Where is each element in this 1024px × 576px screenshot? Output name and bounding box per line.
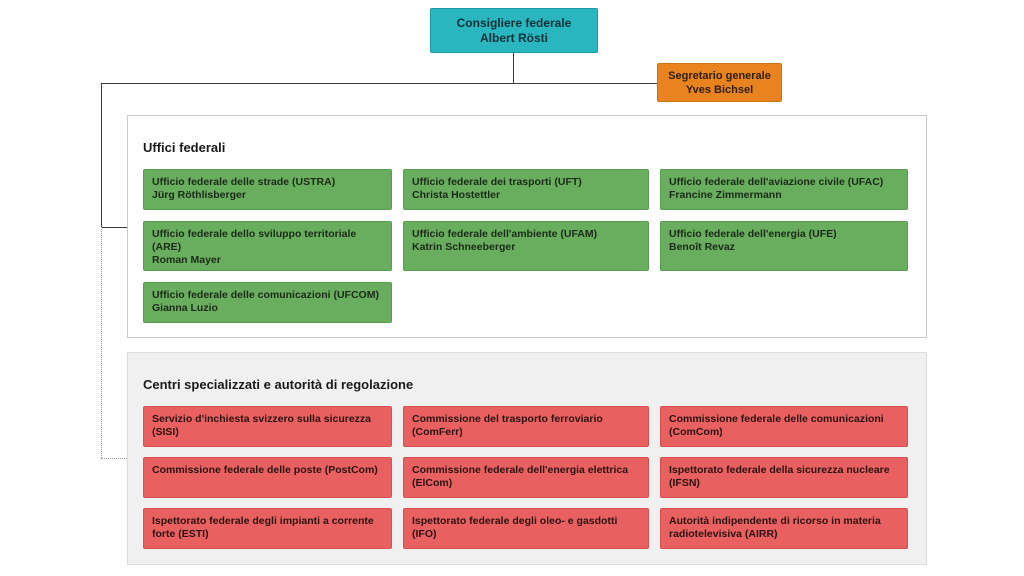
node-person: Roman Mayer	[152, 254, 221, 266]
org-node-ufac[interactable]: Ufficio federale dell'aviazione civile (…	[660, 169, 908, 210]
node-title: Consigliere federale	[456, 15, 572, 30]
node-title: Ispettorato federale degli oleo- e gasdo…	[412, 515, 618, 540]
org-node-esti[interactable]: Ispettorato federale degli impianti a co…	[143, 508, 392, 549]
org-node-segretario-generale[interactable]: Segretario generale Yves Bichsel	[657, 63, 782, 102]
org-node-ustra[interactable]: Ufficio federale delle strade (USTRA) Jü…	[143, 169, 392, 210]
connector-dotted-vertical	[101, 227, 102, 458]
node-person: Yves Bichsel	[685, 83, 754, 96]
node-title: Ufficio federale dell'aviazione civile (…	[669, 176, 884, 188]
node-person: Albert Rösti	[479, 30, 548, 45]
org-node-ufe[interactable]: Ufficio federale dell'energia (UFE) Beno…	[660, 221, 908, 271]
node-title: Ufficio federale dell'ambiente (UFAM)	[412, 228, 598, 240]
node-title: Commissione del trasporto ferroviario (C…	[412, 413, 603, 438]
section-uffici-federali: Uffici federali Ufficio federale delle s…	[127, 115, 927, 338]
connector-main-horizontal	[101, 83, 657, 84]
org-node-ufcom[interactable]: Ufficio federale delle comunicazioni (UF…	[143, 282, 392, 323]
org-node-are[interactable]: Ufficio federale dello sviluppo territor…	[143, 221, 392, 271]
node-title: Commissione federale delle comunicazioni…	[669, 413, 884, 438]
node-title: Ufficio federale dell'energia (UFE)	[669, 228, 837, 240]
node-person: Gianna Luzio	[152, 302, 218, 314]
node-title: Ufficio federale delle strade (USTRA)	[152, 176, 336, 188]
org-node-ifo[interactable]: Ispettorato federale degli oleo- e gasdo…	[403, 508, 649, 549]
org-node-sisi[interactable]: Servizio d'inchiesta svizzero sulla sicu…	[143, 406, 392, 447]
org-node-ifsn[interactable]: Ispettorato federale della sicurezza nuc…	[660, 457, 908, 498]
node-title: Autorità indipendente di ricorso in mate…	[669, 515, 881, 540]
node-title: Ufficio federale delle comunicazioni (UF…	[152, 289, 379, 301]
node-person: Katrin Schneeberger	[412, 241, 516, 253]
offices-grid: Ufficio federale delle strade (USTRA) Jü…	[143, 169, 908, 323]
node-title: Servizio d'inchiesta svizzero sulla sicu…	[152, 413, 372, 438]
connector-offices-stub	[101, 227, 127, 228]
org-node-uft[interactable]: Ufficio federale dei trasporti (UFT) Chr…	[403, 169, 649, 210]
org-node-ufam[interactable]: Ufficio federale dell'ambiente (UFAM) Ka…	[403, 221, 649, 271]
connector-left-vertical	[101, 83, 102, 227]
node-title: Ufficio federale dei trasporti (UFT)	[412, 176, 582, 188]
node-person: Christa Hostettler	[412, 189, 501, 201]
node-person: Francine Zimmermann	[669, 189, 782, 201]
node-title: Ispettorato federale della sicurezza nuc…	[669, 464, 890, 489]
node-title: Commissione federale dell'energia elettr…	[412, 464, 629, 489]
node-title: Commissione federale delle poste (PostCo…	[152, 464, 378, 476]
section-centri-specializzati: Centri specializzati e autorità di regol…	[127, 352, 927, 565]
authorities-grid: Servizio d'inchiesta svizzero sulla sicu…	[143, 406, 908, 549]
node-title: Ispettorato federale degli impianti a co…	[152, 515, 374, 540]
node-person: Jürg Röthlisberger	[152, 189, 246, 201]
connector-root-vertical	[513, 53, 514, 83]
node-title: Ufficio federale dello sviluppo territor…	[152, 228, 357, 253]
org-node-consigliere-federale[interactable]: Consigliere federale Albert Rösti	[430, 8, 598, 53]
org-node-postcom[interactable]: Commissione federale delle poste (PostCo…	[143, 457, 392, 498]
org-node-comcom[interactable]: Commissione federale delle comunicazioni…	[660, 406, 908, 447]
section-title: Uffici federali	[143, 140, 226, 155]
org-node-airr[interactable]: Autorità indipendente di ricorso in mate…	[660, 508, 908, 549]
node-person: Benoît Revaz	[669, 241, 735, 253]
org-node-comferr[interactable]: Commissione del trasporto ferroviario (C…	[403, 406, 649, 447]
section-title: Centri specializzati e autorità di regol…	[143, 377, 414, 392]
node-title: Segretario generale	[668, 69, 771, 82]
connector-dotted-stub	[101, 458, 127, 459]
org-node-elcom[interactable]: Commissione federale dell'energia elettr…	[403, 457, 649, 498]
